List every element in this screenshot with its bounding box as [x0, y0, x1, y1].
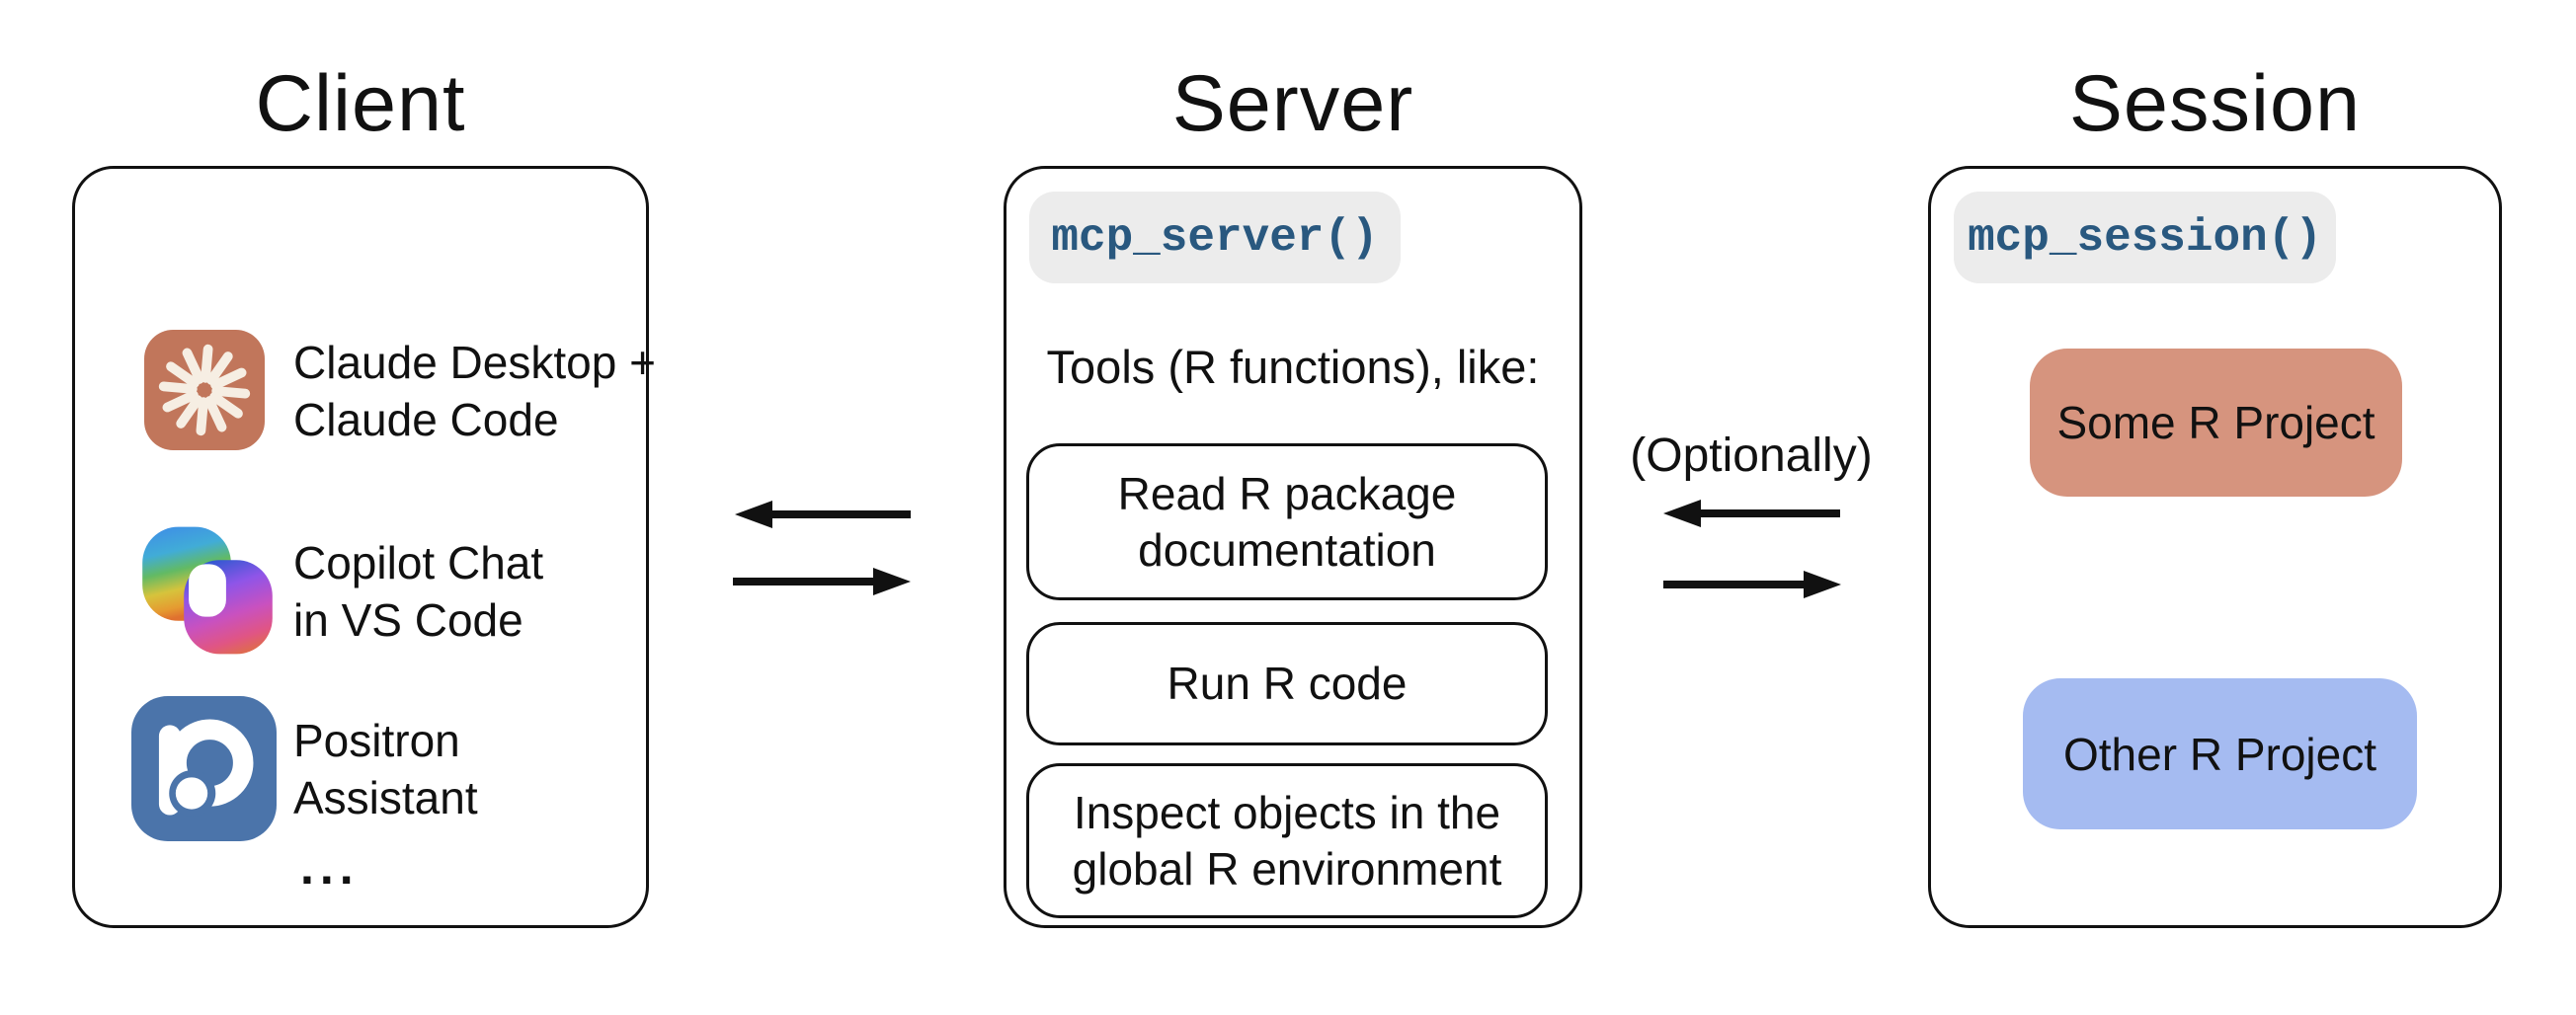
tool-run-r-code: Run R code	[1026, 622, 1548, 745]
client-more-ellipsis: ...	[300, 839, 360, 895]
copilot-icon	[138, 521, 277, 660]
tool-line: Read R package	[1117, 467, 1457, 519]
server-column-title: Server	[1171, 59, 1414, 148]
client-to-server-arrow	[731, 562, 913, 606]
tool-read-r-package-documentation: Read R package documentation	[1026, 443, 1548, 600]
tool-line: Run R code	[1167, 658, 1408, 709]
session-to-server-arrow	[1661, 494, 1842, 538]
some-r-project-box: Some R Project	[2030, 349, 2402, 497]
tool-line: global R environment	[1072, 842, 1502, 895]
session-box: mcp_session() Some R Project Other R Pro…	[1928, 166, 2502, 928]
session-column-title: Session	[2068, 59, 2362, 148]
claude-icon	[144, 330, 265, 450]
client-item-claude-line1: Claude Desktop +	[293, 337, 656, 388]
client-item-claude: Claude Desktop + Claude Code	[293, 334, 656, 448]
client-column-title: Client	[255, 59, 466, 148]
client-item-positron-line1: Positron	[293, 715, 460, 766]
client-item-positron-line2: Assistant	[293, 772, 478, 823]
tool-line: Inspect objects in the	[1073, 786, 1501, 838]
other-r-project-box: Other R Project	[2023, 678, 2417, 829]
client-item-positron: Positron Assistant	[293, 712, 478, 826]
server-tools-intro: Tools (R functions), like:	[1046, 341, 1540, 393]
mcp-server-code-chip: mcp_server()	[1029, 192, 1401, 283]
client-box: Claude Desktop + Claude Code	[72, 166, 656, 928]
mcp-session-code-chip: mcp_session()	[1954, 192, 2336, 283]
client-item-copilot-line1: Copilot Chat	[293, 537, 544, 588]
client-item-copilot-line2: in VS Code	[293, 594, 523, 646]
optionally-label: (Optionally)	[1630, 429, 1873, 482]
tool-line: documentation	[1138, 523, 1436, 576]
client-item-copilot: Copilot Chat in VS Code	[293, 534, 543, 649]
tool-inspect-global-environment: Inspect objects in the global R environm…	[1026, 763, 1548, 918]
positron-icon	[131, 696, 277, 841]
server-to-session-arrow	[1661, 565, 1843, 609]
server-box: mcp_server() Tools (R functions), like: …	[1004, 166, 1582, 928]
client-item-claude-line2: Claude Code	[293, 394, 559, 445]
server-to-client-arrow	[733, 495, 913, 539]
